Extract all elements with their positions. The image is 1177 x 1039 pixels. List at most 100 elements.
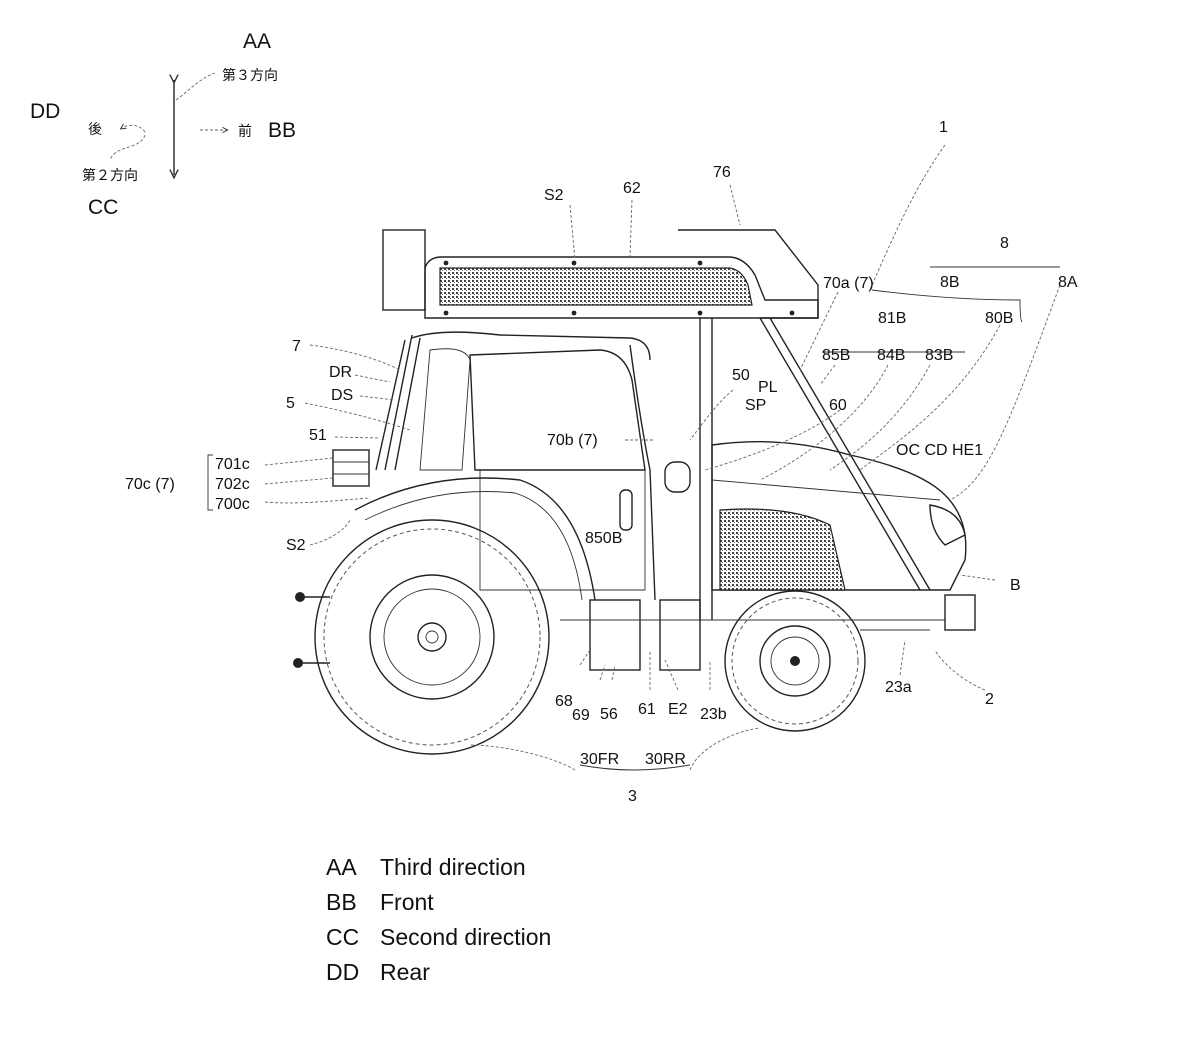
leader-70a	[799, 291, 839, 371]
leader-85B	[819, 364, 836, 386]
label-51: 51	[309, 427, 327, 444]
leader-30FR	[469, 744, 576, 771]
legend-meaning: Second direction	[380, 924, 552, 950]
label-700c: 700c	[215, 496, 250, 513]
front-wheel	[724, 590, 866, 732]
front-weight	[944, 594, 976, 631]
rear-code: DD	[30, 100, 60, 123]
leader-S2-roof	[569, 204, 576, 261]
roof-bolt	[571, 310, 577, 316]
label-oc-cd-he1: OC CD HE1	[896, 442, 983, 459]
leader-B	[959, 574, 996, 581]
label-1: 1	[939, 119, 948, 136]
legend-code: AA	[326, 854, 357, 880]
cabin-roof-rail	[411, 331, 651, 361]
legend-code: CC	[326, 924, 360, 950]
front-tire	[724, 590, 866, 732]
rear-lamp-unit	[332, 449, 370, 487]
leader-5	[304, 402, 411, 431]
rops-brace	[769, 317, 931, 591]
label-2: 2	[985, 691, 994, 708]
legend-row: CC Second direction	[326, 920, 551, 955]
label-80B: 80B	[985, 310, 1013, 327]
label-56: 56	[600, 706, 618, 723]
rear-jp: 後	[88, 122, 102, 138]
front-tire-inner	[731, 597, 859, 725]
label-68: 68	[555, 693, 573, 710]
label-62: 62	[623, 180, 641, 197]
bracket-8B	[871, 289, 1023, 323]
legend-row: AA Third direction	[326, 850, 551, 885]
rops-brace	[759, 317, 921, 591]
bonnet-crease	[711, 479, 941, 501]
front-rim	[759, 625, 831, 697]
roof-bolt	[443, 260, 449, 266]
cabin-front-pillar	[629, 344, 656, 601]
roof-frame	[424, 256, 819, 319]
label-70c: 70c (7)	[125, 476, 175, 493]
lamp-850B	[664, 461, 691, 493]
door-handle	[619, 489, 633, 531]
front-jp: 前	[238, 123, 252, 140]
label-85B: 85B	[822, 347, 850, 364]
rear-fender	[354, 477, 596, 601]
solar-panel-mesh	[439, 267, 753, 306]
rear-hub	[417, 622, 447, 652]
label-DS: DS	[331, 387, 353, 404]
label-8B: 8B	[940, 274, 960, 291]
leader-83B	[829, 364, 931, 471]
leader-23a	[899, 639, 906, 676]
leader-51	[334, 436, 381, 439]
leader-62	[629, 199, 633, 258]
rear-hub-center	[425, 630, 439, 644]
cabin-rear-pillar	[375, 334, 421, 471]
leader-S2-rear	[309, 519, 351, 546]
leader-84B	[759, 364, 889, 481]
label-23b: 23b	[700, 706, 727, 723]
bonnet	[664, 440, 976, 631]
cabin-window	[469, 349, 646, 471]
label-69: 69	[572, 707, 590, 724]
legend-code: BB	[326, 889, 357, 915]
label-850B: 850B	[585, 530, 622, 547]
label-8A: 8A	[1058, 274, 1078, 291]
roof-bolt	[571, 260, 577, 266]
rear-roof-box	[382, 229, 426, 311]
legend-code: DD	[326, 959, 360, 985]
leader-56	[611, 664, 616, 681]
label-50: 50	[732, 367, 750, 384]
third-direction-jp: 第３方向	[222, 67, 278, 84]
leader-701c	[264, 457, 334, 466]
label-81B: 81B	[878, 310, 906, 327]
bonnet-outline	[711, 440, 967, 591]
hitch-pin	[293, 658, 303, 668]
step-box	[589, 599, 641, 671]
reference-labels: 1 8 8B 8A 70a (7) 81B 80B 85B 84B 83B 60…	[125, 119, 1078, 805]
label-S2-roof: S2	[544, 187, 564, 204]
label-60: 60	[829, 397, 847, 414]
roof-bolt	[697, 260, 703, 266]
label-S2-rear: S2	[286, 537, 306, 554]
third-direction-code: AA	[243, 30, 271, 53]
bracket-70c	[207, 454, 213, 511]
label-83B: 83B	[925, 347, 953, 364]
leader-8A	[949, 284, 1061, 501]
leader-69	[599, 664, 606, 681]
legend: AA Third direction BB Front CC Second di…	[326, 850, 551, 990]
label-SP: SP	[745, 397, 766, 414]
rear-window-frame	[419, 348, 471, 471]
front-code: BB	[268, 119, 296, 142]
roof-bolt	[697, 310, 703, 316]
legend-row: DD Rear	[326, 955, 551, 990]
label-23a: 23a	[885, 679, 912, 696]
third-direction-leader	[175, 72, 216, 101]
leader-DR	[354, 374, 391, 383]
label-8: 8	[1000, 235, 1009, 252]
front-hub	[790, 656, 800, 666]
leader-DS	[359, 395, 396, 401]
label-84B: 84B	[877, 347, 905, 364]
roof-bolt	[443, 310, 449, 316]
rear-lamp-body	[332, 449, 370, 487]
leader-2	[934, 649, 986, 691]
